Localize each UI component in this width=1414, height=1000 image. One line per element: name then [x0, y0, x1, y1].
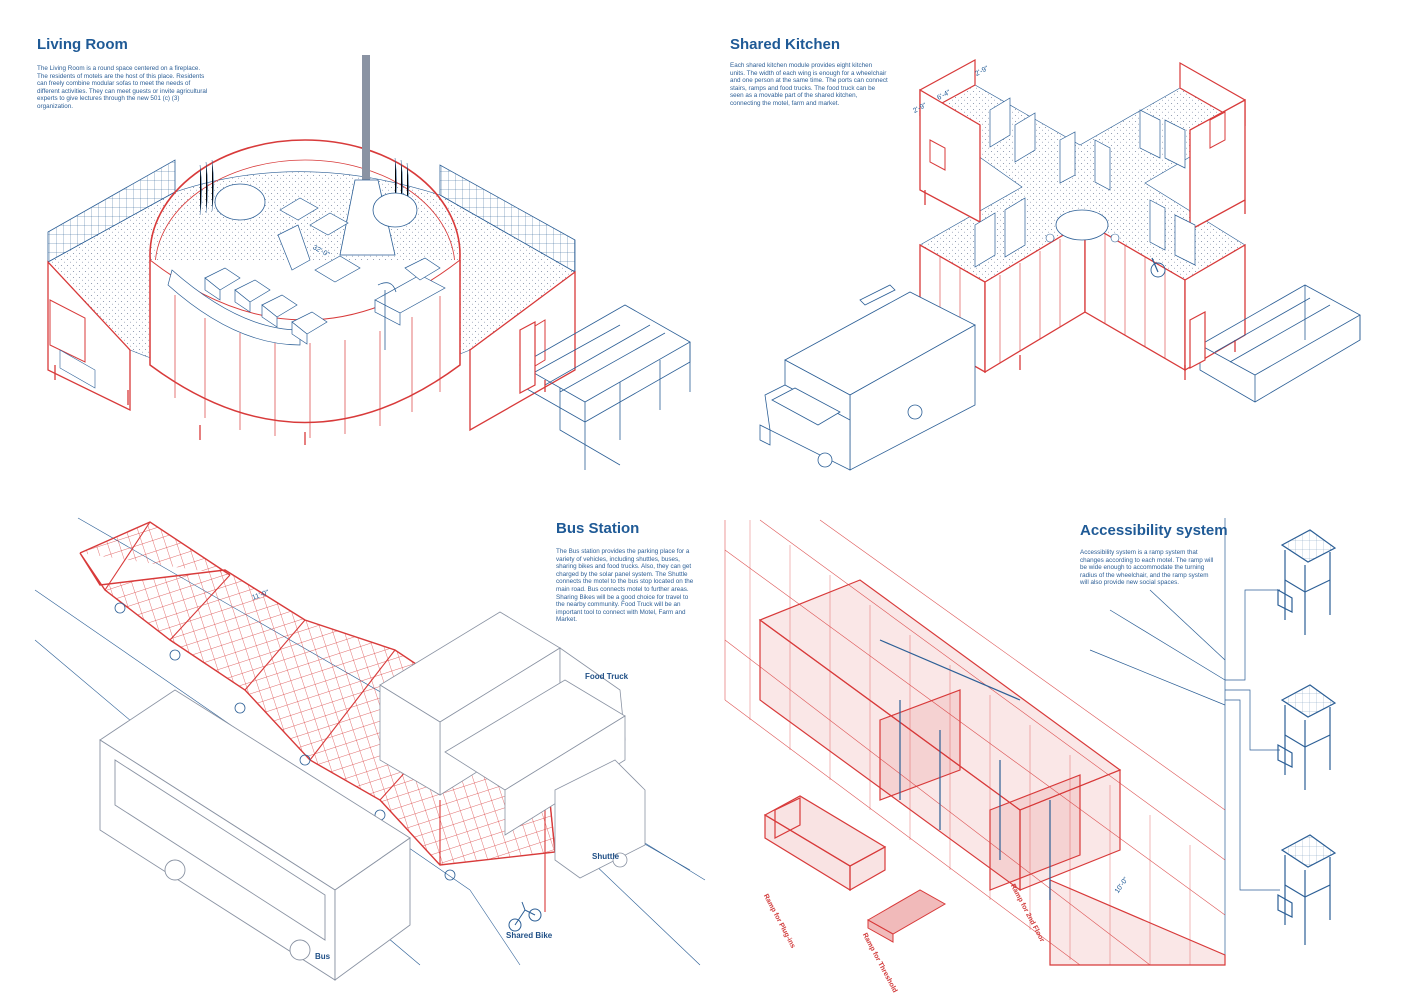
food-truck-label: Food Truck: [585, 672, 629, 681]
accessibility-description: Accessibility system is a ramp system th…: [1080, 549, 1214, 587]
shared-kitchen-drawing: [759, 58, 1361, 471]
living-room-title: Living Room: [37, 36, 128, 53]
accessibility-title: Accessibility system: [1080, 522, 1228, 539]
bus-station-description: The Bus station provides the parking pla…: [556, 548, 694, 624]
living-room-description: The Living Room is a round space centere…: [37, 65, 208, 110]
shared-kitchen-description: Each shared kitchen module provides eigh…: [730, 62, 888, 107]
bus-station-title: Bus Station: [556, 520, 640, 537]
shared-kitchen-title: Shared Kitchen: [730, 36, 841, 53]
shared-bike-label: Shared Bike: [506, 931, 553, 940]
living-room-drawing: [47, 55, 691, 470]
bus-station-drawing: [34, 517, 706, 981]
bus-label: Bus: [315, 952, 331, 961]
shuttle-label: Shuttle: [592, 852, 620, 861]
accessibility-drawing: [724, 518, 1337, 966]
